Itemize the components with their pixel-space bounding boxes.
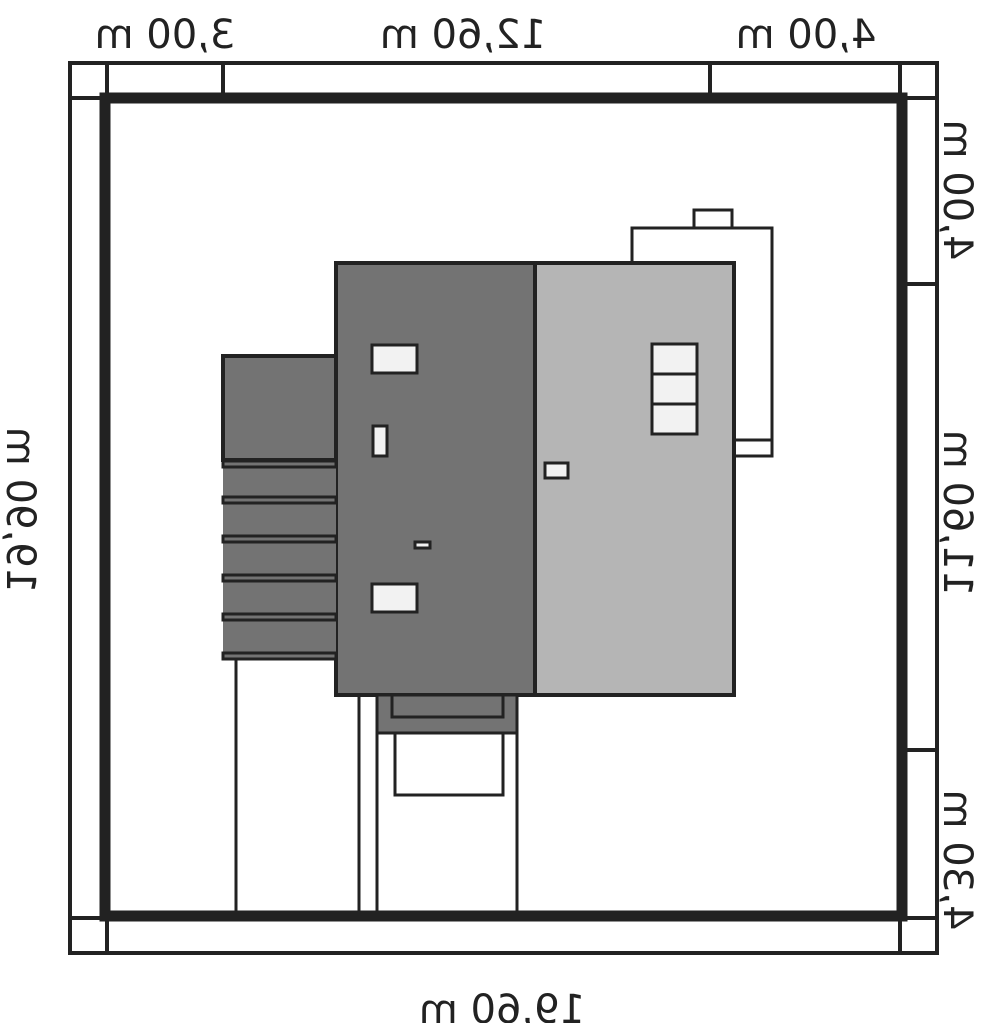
dimension-top-middle: 12,60 m — [380, 12, 546, 58]
dimension-top-right: 4,00 m — [736, 12, 877, 58]
skylight — [371, 424, 389, 458]
skylight — [543, 461, 570, 480]
roof-dark-section — [334, 261, 537, 697]
chimney — [692, 208, 734, 230]
pergola-slat — [221, 459, 338, 469]
dimension-bottom: 19,60 m — [419, 987, 585, 1023]
outer-dimension-border — [68, 61, 939, 955]
dimension-top-left: 3,00 m — [95, 12, 236, 58]
skylight — [370, 343, 419, 375]
pergola — [221, 459, 338, 661]
skylight — [650, 372, 699, 406]
dimension-labels: 3,00 m 12,60 m 4,00 m 19,60 m 19,90 m 4,… — [0, 12, 980, 1027]
entrance — [375, 693, 519, 797]
skylight — [650, 342, 699, 376]
plot-boundary — [99, 92, 908, 922]
pergola-slat — [221, 495, 338, 505]
side-wing-roof — [221, 354, 338, 462]
dimension-left: 19,90 m — [0, 427, 43, 593]
access-lines — [234, 655, 519, 912]
pergola-slat — [221, 612, 338, 622]
dimension-right-bottom: 4,30 m — [934, 790, 980, 931]
vent — [413, 540, 432, 550]
pergola-slat — [221, 534, 338, 544]
entrance-steps — [393, 731, 505, 797]
pergola-slat — [221, 651, 338, 661]
pergola-slat — [221, 573, 338, 583]
entrance-canopy-inner — [390, 693, 505, 719]
dimension-right-middle: 11,60 m — [934, 430, 980, 596]
skylight — [650, 402, 699, 436]
pergola-base — [223, 460, 336, 660]
skylights — [370, 342, 699, 614]
dimension-right-top: 4,00 m — [934, 120, 980, 261]
skylight — [370, 582, 419, 614]
